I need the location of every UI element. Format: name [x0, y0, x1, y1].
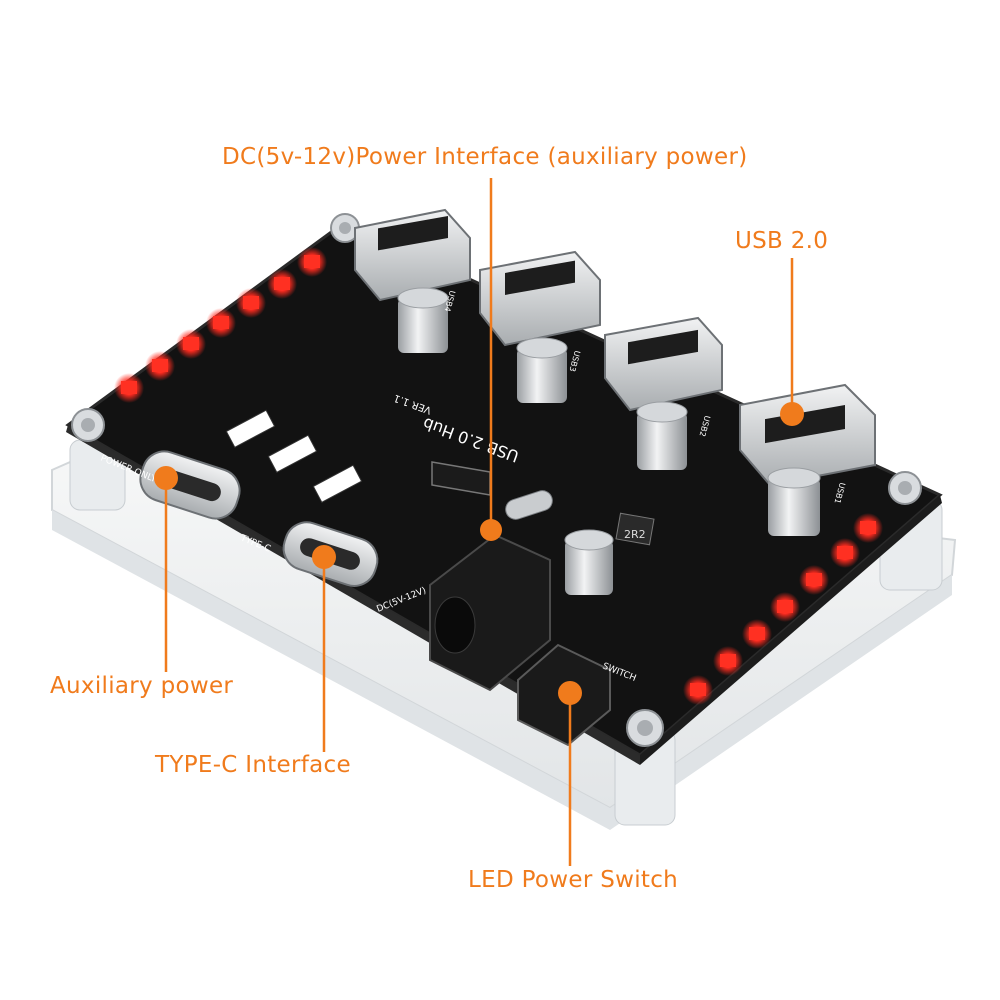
- callout-usb: USB 2.0: [735, 228, 829, 254]
- dc-jack: [429, 533, 551, 692]
- crystal: [505, 490, 553, 520]
- pcb-board-edge-right: [640, 495, 942, 765]
- acrylic-base-edge: [52, 510, 952, 830]
- capacitor: [767, 467, 821, 536]
- usb-port-2: [479, 250, 601, 347]
- led-row-right: [683, 513, 883, 705]
- callout-aux-power: Auxiliary power: [50, 673, 234, 699]
- callout-dots: [154, 402, 804, 705]
- usb-port-4: [739, 383, 876, 487]
- callout-led-switch: LED Power Switch: [468, 867, 679, 893]
- inductor: [615, 512, 655, 546]
- callout-leaders: [164, 178, 794, 866]
- jumper: [267, 434, 318, 473]
- capacitor: [564, 529, 614, 595]
- jumper: [225, 409, 276, 448]
- usb-port-3: [604, 316, 723, 412]
- jumper: [312, 464, 363, 503]
- screw-icon: [330, 213, 360, 243]
- capacitor: [636, 401, 688, 470]
- screw-icon: [626, 709, 664, 747]
- callout-dc-power: DC(5v-12v)Power Interface (auxiliary pow…: [222, 144, 748, 170]
- usb-port-1: [354, 208, 471, 302]
- led-row-left: [114, 247, 327, 403]
- capacitor: [516, 337, 568, 403]
- capacitor: [397, 287, 449, 353]
- callout-type-c: TYPE-C Interface: [155, 752, 351, 778]
- inductor-marking: 2R2: [624, 528, 646, 541]
- screw-icon: [71, 408, 105, 442]
- screw-icon: [888, 471, 922, 505]
